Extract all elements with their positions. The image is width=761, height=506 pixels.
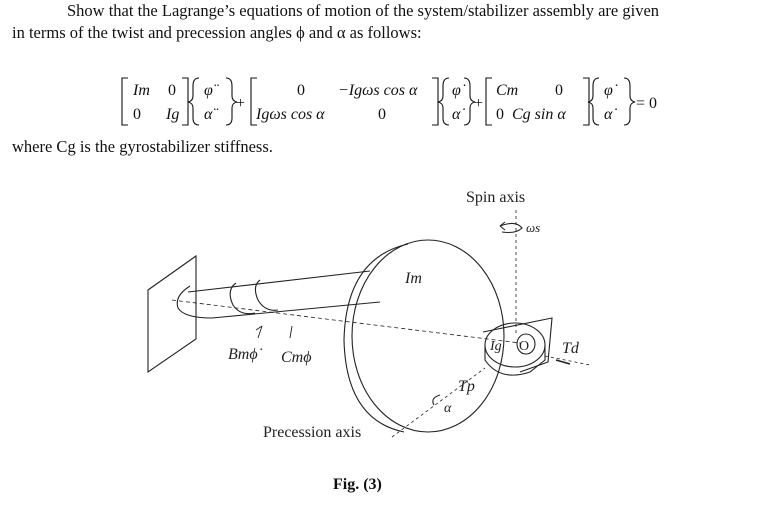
disp1: φ̇ [604,82,618,99]
rotor-disk-back [343,243,409,433]
damper-coil [254,279,279,311]
plus-1: + [236,95,245,112]
m21: 0 [133,106,141,123]
disp2: α̇ [604,106,617,123]
problem-line-2: in terms of the twist and precession ang… [12,23,422,42]
alpha-label: α [444,401,452,416]
k11: Cm [496,82,518,99]
precession-axis-line [391,367,486,438]
gyro-side [484,345,546,376]
mass-bracket-left [121,77,128,126]
spring-coil [229,282,256,315]
accel-brace-left [187,77,200,126]
figure-caption: Fig. (3) [333,476,382,493]
shaft-bottom [211,301,381,319]
vel-brace-right [463,77,476,126]
tp-label: Tp [458,378,475,395]
spring-marker [289,325,293,339]
acc2: α̈ [204,106,218,123]
k12: 0 [555,82,563,99]
td-axis [544,355,591,366]
stabilizer-figure [147,210,591,438]
td-arrow [555,359,571,365]
wall-plate [147,254,197,374]
plus-2: + [474,95,483,112]
spin-axis-label: Spin axis [466,189,525,206]
damper-marker [255,325,263,339]
td-label: Td [562,340,580,357]
disp-brace-left [587,77,600,126]
alpha-arc [432,394,441,406]
ig-label: Ig [489,339,502,354]
spin-arrowhead [499,221,506,231]
g12: −Igωs cos α [338,82,418,99]
im-label: Im [404,270,422,287]
problem-line-3: where Cg is the gyrostabilizer stiffness… [12,137,273,156]
accel-brace-right [225,77,238,126]
gyro-hub [516,333,536,355]
disp-brace-right [623,77,636,126]
omega-s-label: ωs [526,220,540,235]
equation-terms: Im 0 0 Ig φ̈ α̈ + 0 −Igωs cos α Igωs cos… [132,82,657,123]
rotor-disk-front [351,239,505,433]
gyro-bracket-right [432,77,439,126]
gyro-bracket-left [250,77,257,126]
k21: 0 [496,106,504,123]
mass-bracket-right [182,77,189,126]
o-label: O [519,339,529,354]
shaft-centerline [171,299,521,344]
g11: 0 [297,82,305,99]
problem-line-1: Show that the Lagrange’s equations of mo… [67,1,660,20]
spring-label: Cmϕ [281,349,312,366]
rhs: = 0 [636,95,657,112]
spin-arrow [499,222,523,234]
k22: Cg sin α [512,106,566,123]
equation [121,77,636,126]
m11: Im [132,82,150,99]
gyro-frame [482,317,553,373]
m12: 0 [168,82,176,99]
stiff-bracket-left [485,77,492,126]
vel-brace-left [437,77,450,126]
g21: Igωs cos α [255,106,325,123]
shaft-end-curve [176,285,213,319]
shaft-top [187,270,371,293]
acc1: φ̈ [204,82,219,99]
g22: 0 [378,106,386,123]
vel1: φ̇ [452,82,466,99]
vel2: α̇ [452,106,465,123]
damper-label: Bmϕ̇ [228,346,263,363]
m22: Ig [165,106,179,123]
precession-axis-label: Precession axis [263,424,361,441]
figure-labels: Spin axis ωs Im Ig O Td Tp α Bmϕ̇ Cmϕ Pr… [228,189,580,441]
